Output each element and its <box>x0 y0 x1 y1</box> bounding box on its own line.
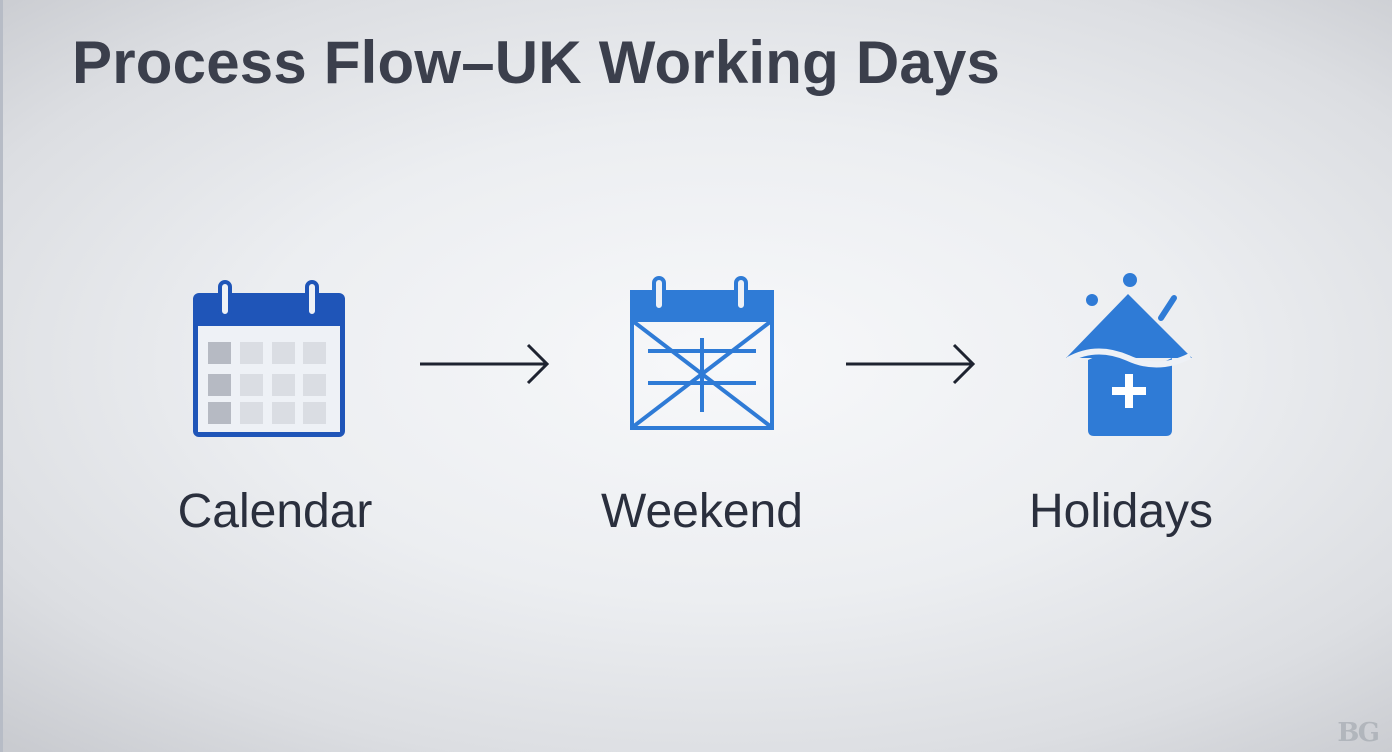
step-label-holidays: Holidays <box>1028 485 1214 538</box>
right-arrow-icon <box>844 340 978 388</box>
calendar-icon <box>188 280 352 442</box>
step-label-weekend: Weekend <box>601 485 803 538</box>
page-title: Process Flow–UK Working Days <box>72 29 1001 96</box>
step-label-calendar: Calendar <box>177 485 373 538</box>
left-edge-line <box>0 0 3 752</box>
calendar-crossed-icon <box>624 276 780 434</box>
watermark-logo: BG <box>1337 718 1380 748</box>
house-plus-icon <box>1060 270 1200 440</box>
right-arrow-icon <box>418 340 552 388</box>
